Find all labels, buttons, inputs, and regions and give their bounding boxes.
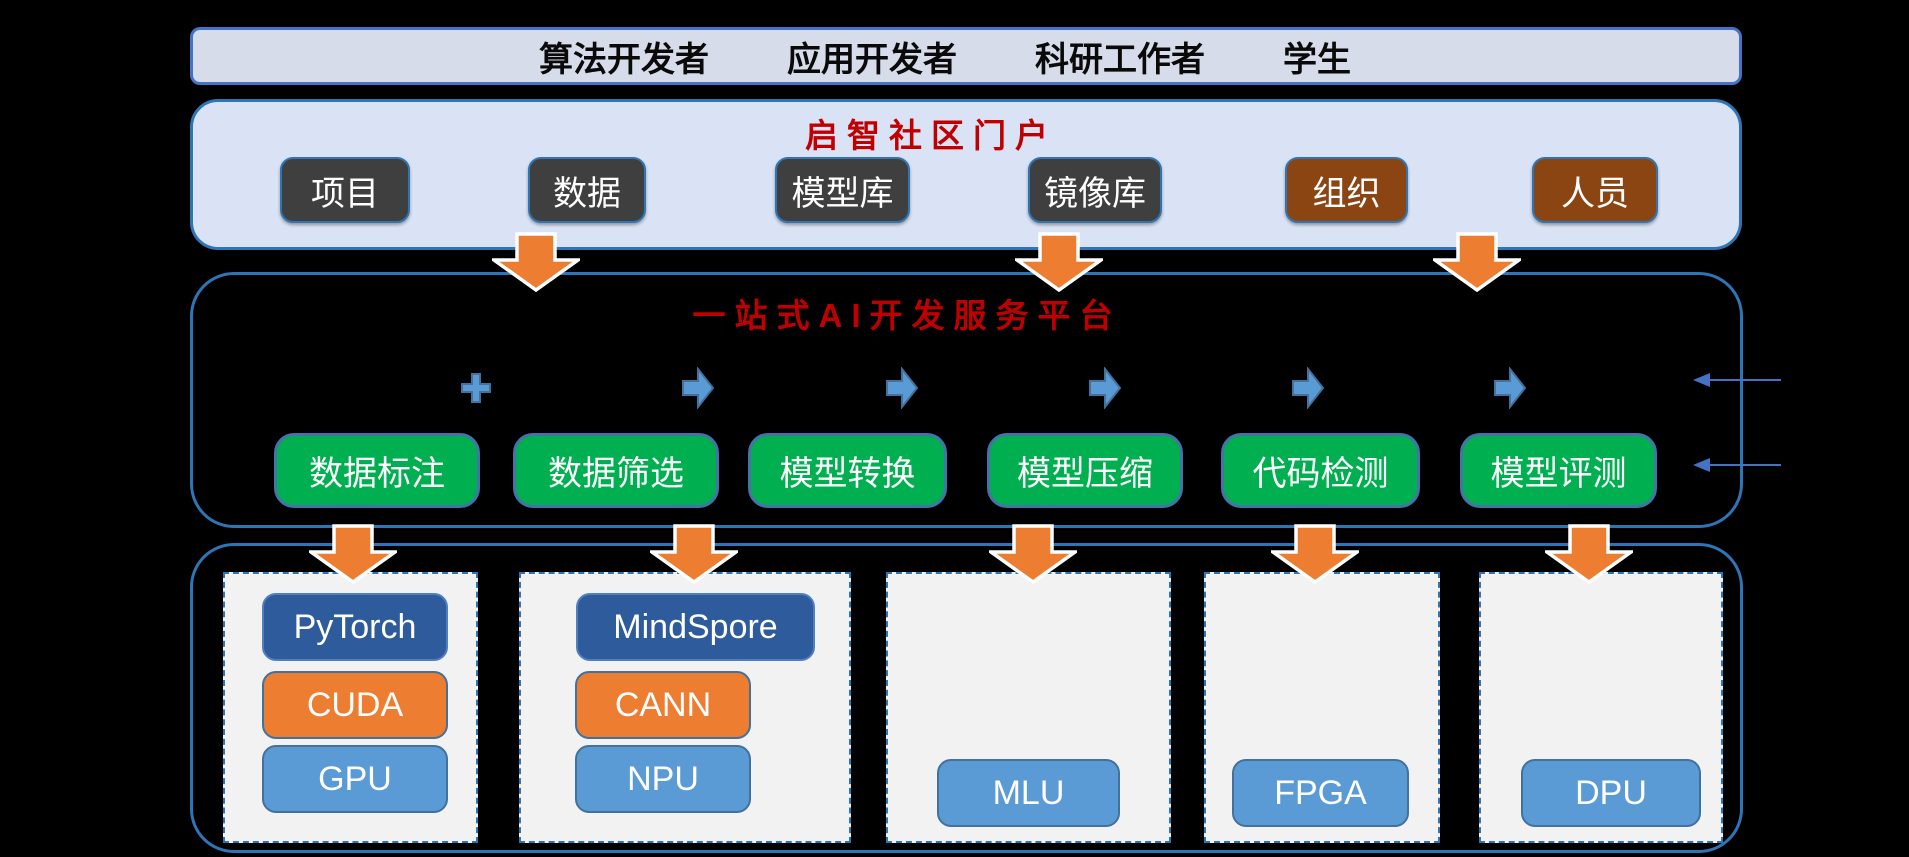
- chip-mindspore: MindSpore: [576, 593, 815, 661]
- chip-npu: NPU: [575, 745, 751, 813]
- portal-button-label: 数据: [553, 174, 621, 213]
- portal-button-image-hub: 镜像库: [1028, 157, 1162, 223]
- chip-label: MLU: [992, 773, 1065, 812]
- arrow-right-icon: [1291, 366, 1325, 410]
- chip-label: DPU: [1575, 773, 1647, 812]
- plus-icon: [459, 371, 493, 405]
- service-button-data-filtering: 数据筛选: [513, 433, 719, 508]
- service-button-label: 模型评测: [1490, 455, 1627, 493]
- role-researcher: 科研工作者: [1035, 40, 1205, 79]
- chip-label: PyTorch: [293, 607, 417, 646]
- role-student: 学生: [1283, 40, 1351, 79]
- portal-button-label: 项目: [311, 174, 379, 213]
- service-button-label: 数据筛选: [548, 455, 684, 493]
- service-button-label: 模型压缩: [1017, 455, 1153, 493]
- role-application-developer: 应用开发者: [787, 40, 957, 79]
- service-button-model-conversion: 模型转换: [748, 433, 947, 508]
- service-button-label: 代码检测: [1252, 455, 1389, 493]
- down-arrow-icon: [1267, 524, 1363, 585]
- chip-mlu: MLU: [937, 759, 1120, 827]
- chip-gpu: GPU: [262, 745, 448, 813]
- chip-label: NPU: [627, 759, 699, 798]
- left-arrow-icon: [1691, 455, 1783, 475]
- down-arrow-icon: [305, 524, 401, 585]
- chip-label: GPU: [318, 759, 392, 798]
- service-button-label: 模型转换: [779, 455, 916, 493]
- users-bar: 算法开发者 应用开发者 科研工作者 学生: [190, 27, 1742, 85]
- down-arrow-icon: [1011, 232, 1107, 293]
- service-button-model-compression: 模型压缩: [987, 433, 1183, 508]
- arrow-right-icon: [885, 366, 919, 410]
- platform-title: 一站式AI开发服务平台: [692, 297, 1122, 334]
- down-arrow-icon: [1429, 232, 1525, 293]
- arrow-right-icon: [1493, 366, 1527, 410]
- chip-cann: CANN: [575, 671, 751, 739]
- portal-button-label: 组织: [1312, 174, 1381, 213]
- portal-button-label: 模型库: [791, 174, 894, 213]
- chip-pytorch: PyTorch: [262, 593, 448, 661]
- arrow-right-icon: [681, 366, 715, 410]
- portal-section: [190, 99, 1742, 250]
- role-algorithm-developer: 算法开发者: [539, 40, 709, 79]
- chip-label: CUDA: [306, 685, 404, 724]
- down-arrow-icon: [985, 524, 1081, 585]
- portal-button-label: 人员: [1561, 174, 1629, 213]
- down-arrow-icon: [488, 232, 584, 293]
- portal-button-model-hub: 模型库: [775, 157, 910, 223]
- chip-label: MindSpore: [613, 607, 778, 646]
- down-arrow-icon: [646, 524, 742, 585]
- portal-button-projects: 项目: [280, 157, 410, 223]
- chip-fpga: FPGA: [1232, 759, 1409, 827]
- portal-title: 启智社区门户: [805, 117, 1057, 154]
- chip-label: FPGA: [1274, 773, 1367, 812]
- portal-button-label: 镜像库: [1044, 174, 1146, 213]
- portal-button-members: 人员: [1532, 157, 1658, 223]
- arrow-right-icon: [1088, 366, 1122, 410]
- service-button-model-evaluation: 模型评测: [1460, 433, 1657, 508]
- service-button-data-annotation: 数据标注: [274, 433, 480, 508]
- chip-cuda: CUDA: [262, 671, 448, 739]
- service-button-label: 数据标注: [309, 455, 445, 493]
- left-arrow-icon: [1691, 370, 1783, 390]
- down-arrow-icon: [1541, 524, 1637, 585]
- service-button-code-check: 代码检测: [1221, 433, 1420, 508]
- chip-label: CANN: [614, 685, 712, 724]
- portal-button-datasets: 数据: [528, 157, 646, 223]
- portal-button-organizations: 组织: [1285, 157, 1408, 223]
- chip-dpu: DPU: [1521, 759, 1701, 827]
